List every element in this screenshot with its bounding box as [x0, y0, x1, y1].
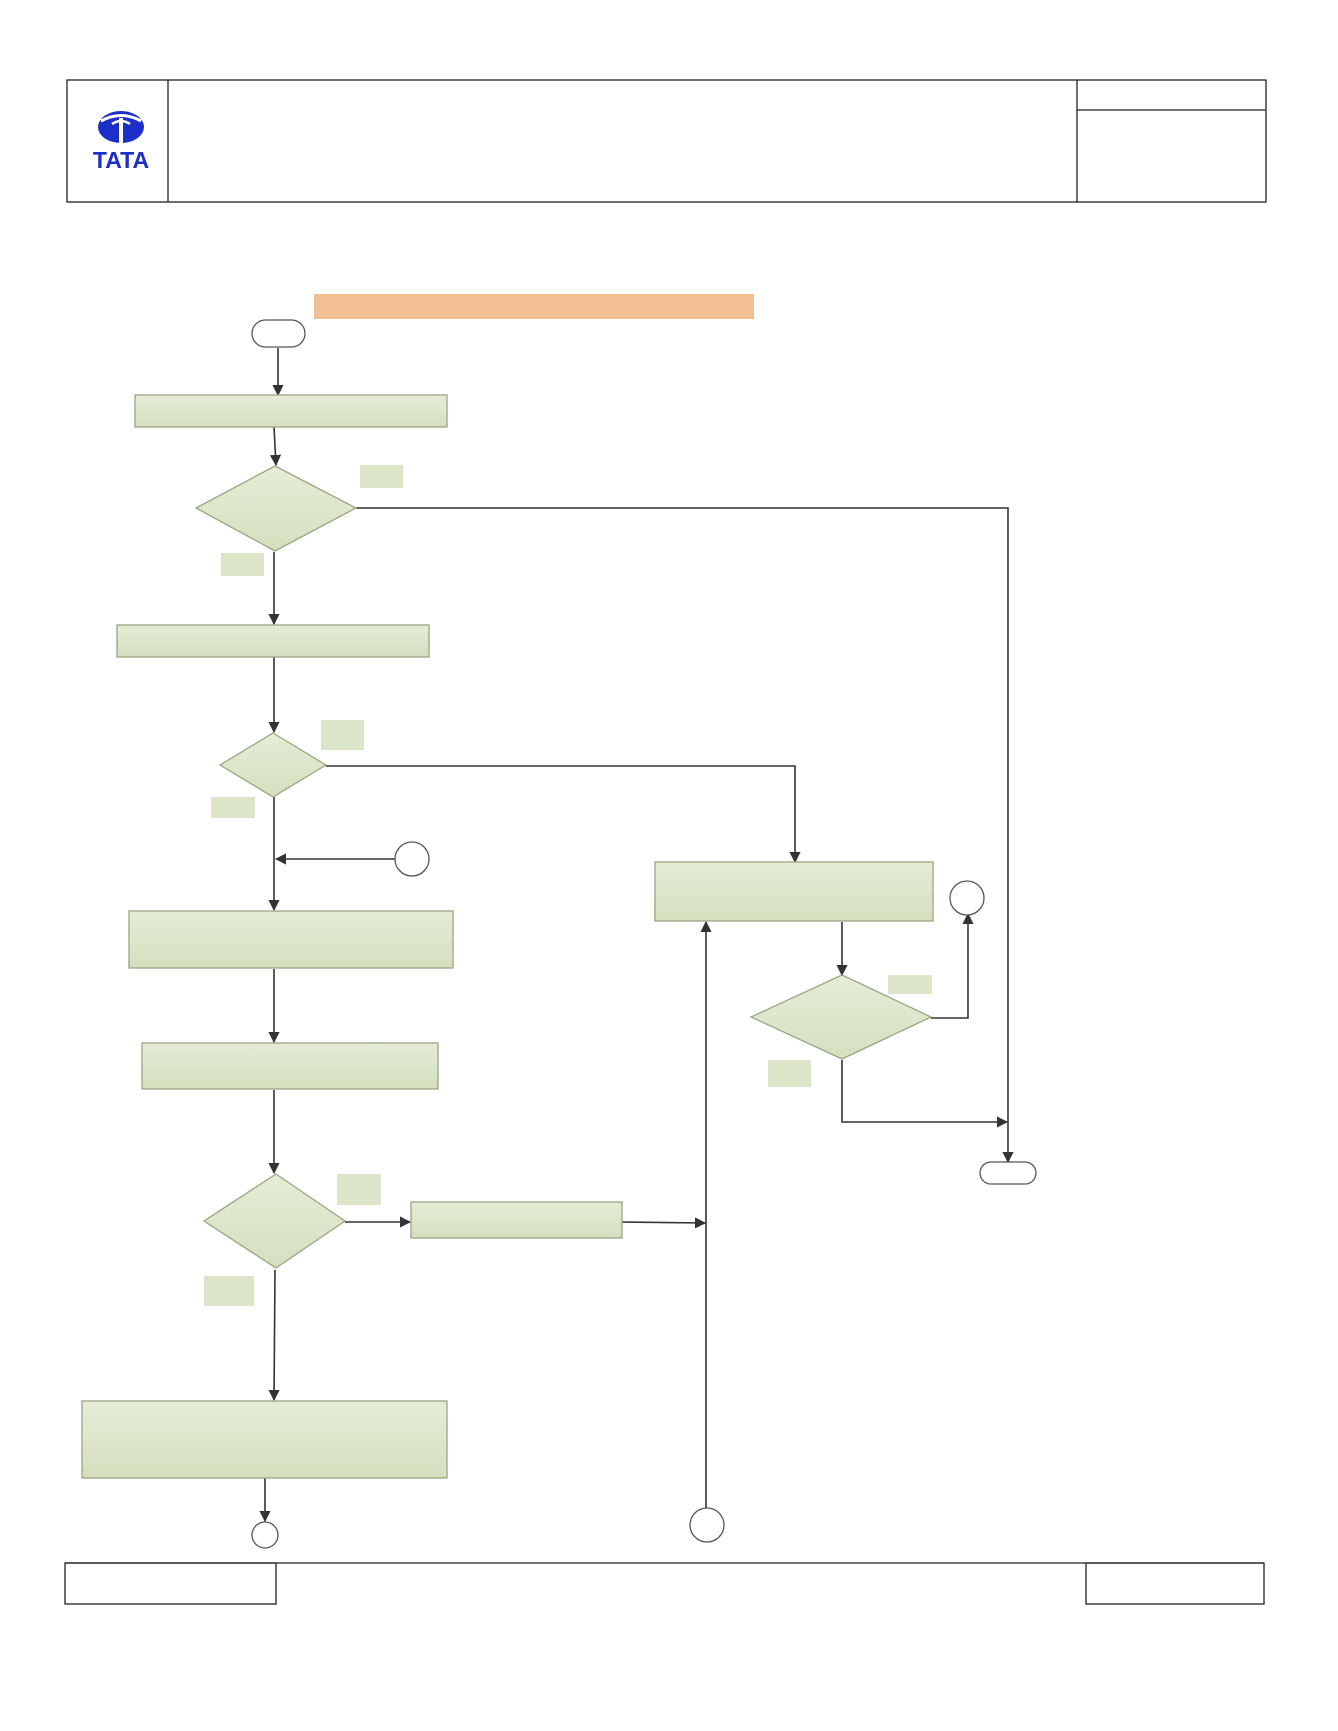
- decision-diamond-1: [194, 465, 358, 552]
- connectors: [259, 348, 1014, 1523]
- branch-label-d2-down: [211, 797, 255, 818]
- process-boxes: [81, 394, 934, 1479]
- document-header: TATA: [66, 79, 1267, 203]
- tata-emblem-icon: [98, 111, 144, 143]
- footer-left-cell: [64, 1562, 277, 1605]
- branch-label-d4-down: [768, 1060, 811, 1087]
- process-box-5: [410, 1201, 623, 1239]
- connector-circle-bottom-right: [689, 1507, 725, 1543]
- process-box-7: [654, 861, 934, 922]
- start-terminator: [251, 319, 306, 348]
- connector-decision4-up: [931, 912, 974, 1019]
- connector-decision4-to-end: [841, 1060, 1009, 1128]
- connector-box1-to-decision1: [269, 426, 282, 467]
- decision-diamonds: [194, 465, 933, 1269]
- decision-diamond-2: [218, 732, 328, 798]
- connector-circle-bottom-left: [251, 1521, 279, 1549]
- branch-label-d2-right: [321, 720, 364, 750]
- document-footer: [64, 1562, 1265, 1605]
- end-terminator: [979, 1161, 1037, 1185]
- header-frame: [66, 79, 1267, 203]
- decision-diamond-3: [202, 1173, 347, 1269]
- connector-box5-to-vertical: [621, 1217, 707, 1229]
- process-box-6: [81, 1400, 448, 1479]
- connector-circle-right: [949, 880, 985, 916]
- process-box-2: [116, 624, 430, 658]
- process-box-4: [141, 1042, 439, 1090]
- tata-logo: TATA: [93, 111, 149, 173]
- connector-decision3-to-box6: [268, 1269, 280, 1402]
- decision-diamond-4: [749, 974, 933, 1060]
- branch-labels: [204, 465, 932, 1306]
- branch-label-d4-right: [888, 975, 932, 994]
- process-box-1: [134, 394, 448, 428]
- branch-label-d3-down: [204, 1276, 254, 1306]
- connector-circle-left: [394, 841, 430, 877]
- connector-decision2-right: [326, 765, 801, 864]
- branch-label-d1-right: [360, 465, 403, 488]
- footer-right-cell: [1085, 1562, 1265, 1605]
- connector-decision1-right: [356, 507, 1014, 1164]
- logo-text: TATA: [93, 147, 149, 173]
- branch-label-d3-right: [337, 1174, 381, 1205]
- section-banner: [314, 294, 754, 319]
- process-box-3: [128, 910, 454, 969]
- branch-label-d1-down: [221, 553, 264, 576]
